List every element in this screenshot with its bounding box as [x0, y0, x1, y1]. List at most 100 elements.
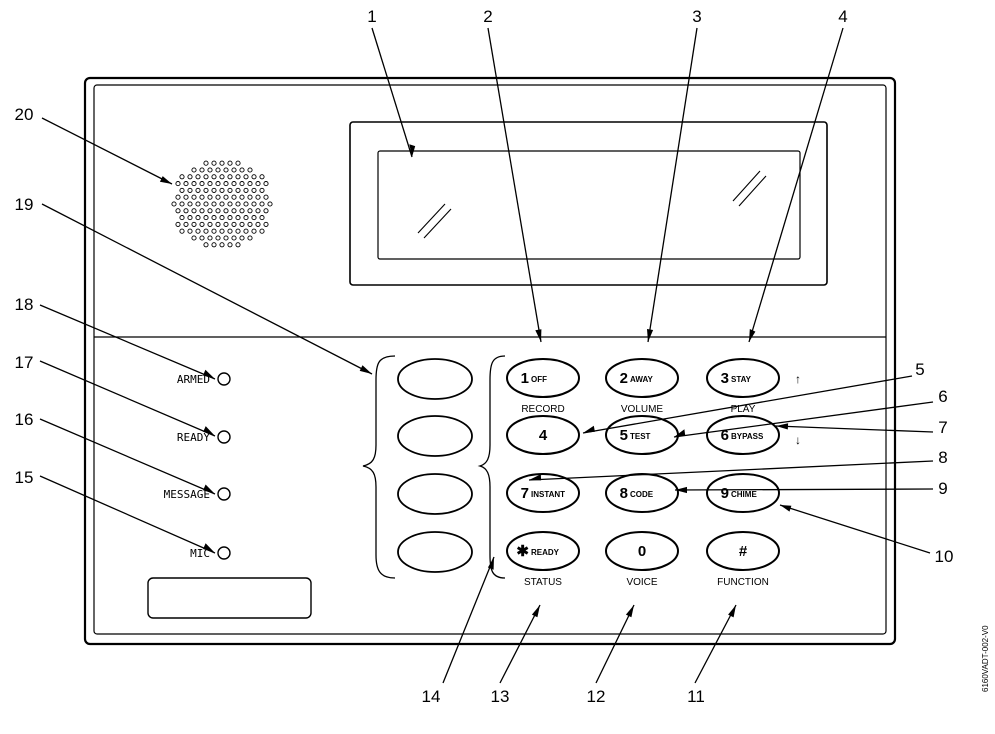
speaker-hole — [171, 201, 177, 207]
speaker-hole — [215, 181, 221, 187]
speaker-hole — [207, 194, 213, 200]
speaker-hole — [191, 208, 197, 214]
speaker-hole — [183, 208, 189, 214]
speaker-hole — [211, 228, 217, 234]
speaker-hole — [207, 208, 213, 214]
speaker-hole — [247, 208, 253, 214]
speaker-hole — [231, 181, 237, 187]
speaker-hole — [203, 201, 209, 207]
callout-6: 6 — [938, 387, 947, 406]
keypad-housing — [83, 76, 897, 646]
key-hash-outline[interactable] — [706, 531, 780, 571]
led-label-message: MESSAGE — [164, 488, 210, 501]
speaker-hole — [251, 174, 257, 180]
speaker-hole — [211, 187, 217, 193]
speaker-hole — [235, 174, 241, 180]
key-4-outline[interactable] — [506, 415, 580, 455]
key-8-outline[interactable] — [605, 473, 679, 513]
label-window — [147, 577, 312, 619]
speaker-hole — [243, 201, 249, 207]
speaker-hole — [227, 201, 233, 207]
callout-1: 1 — [367, 7, 376, 26]
key-9-outline[interactable] — [706, 473, 780, 513]
function-key-c[interactable] — [397, 473, 473, 515]
speaker-hole — [243, 228, 249, 234]
callout-2: 2 — [483, 7, 492, 26]
key-1-outline[interactable] — [506, 358, 580, 398]
speaker-hole — [195, 201, 201, 207]
speaker-hole — [211, 242, 217, 248]
lcd-display — [349, 121, 828, 286]
speaker-hole — [191, 167, 197, 173]
speaker-hole — [259, 187, 265, 193]
speaker-hole — [243, 174, 249, 180]
speaker-hole — [219, 187, 225, 193]
key-2-outline[interactable] — [605, 358, 679, 398]
speaker-hole — [255, 221, 261, 227]
key-star-outline[interactable] — [506, 531, 580, 571]
speaker-hole — [179, 201, 185, 207]
speaker-hole — [207, 221, 213, 227]
speaker-hole — [219, 160, 225, 166]
speaker-hole — [259, 228, 265, 234]
speaker-hole — [219, 201, 225, 207]
key-8-number: 8 — [620, 485, 628, 502]
speaker-hole — [227, 174, 233, 180]
speaker-hole — [211, 215, 217, 221]
speaker-hole — [263, 181, 269, 187]
callout-5: 5 — [915, 360, 924, 379]
key-1-function-label: OFF — [531, 375, 547, 384]
function-key-b[interactable] — [397, 415, 473, 457]
key-hash[interactable]: #FUNCTION — [706, 531, 780, 588]
speaker-hole — [235, 242, 241, 248]
ready-led-icon — [217, 430, 231, 444]
key-6-function-label: BYPASS — [731, 432, 764, 441]
speaker-hole — [199, 208, 205, 214]
key-9-function-label: CHIME — [731, 490, 757, 499]
scroll-up-arrow-icon: ↑ — [795, 372, 801, 386]
key-4[interactable]: 4 — [506, 415, 580, 455]
key-3-outline[interactable] — [706, 358, 780, 398]
key-0-outline[interactable] — [605, 531, 679, 571]
callout-10: 10 — [935, 547, 954, 566]
speaker-hole — [263, 221, 269, 227]
speaker-hole — [263, 194, 269, 200]
speaker-hole — [223, 194, 229, 200]
callout-20: 20 — [15, 105, 34, 124]
left-brace — [362, 355, 396, 579]
speaker-hole — [219, 174, 225, 180]
callout-12: 12 — [587, 687, 606, 706]
speaker-hole — [247, 235, 253, 241]
key-7-outline[interactable] — [506, 473, 580, 513]
key-hash-sublabel: FUNCTION — [717, 577, 769, 588]
speaker-hole — [243, 187, 249, 193]
callout-9: 9 — [938, 479, 947, 498]
key-0-number: 0 — [638, 543, 646, 560]
speaker-hole — [251, 201, 257, 207]
function-key-a[interactable] — [397, 358, 473, 400]
function-key-d[interactable] — [397, 531, 473, 573]
function-keys — [397, 358, 473, 573]
speaker-hole — [203, 174, 209, 180]
led-label-ready: READY — [177, 431, 210, 444]
speaker-hole — [227, 228, 233, 234]
speaker-hole — [191, 181, 197, 187]
speaker-hole — [267, 201, 273, 207]
speaker-hole — [227, 242, 233, 248]
callout-11: 11 — [687, 687, 705, 706]
led-indicator-message: MESSAGE — [164, 487, 231, 501]
speaker-hole — [219, 215, 225, 221]
speaker-hole — [179, 215, 185, 221]
speaker-hole — [223, 167, 229, 173]
speaker-hole — [195, 228, 201, 234]
